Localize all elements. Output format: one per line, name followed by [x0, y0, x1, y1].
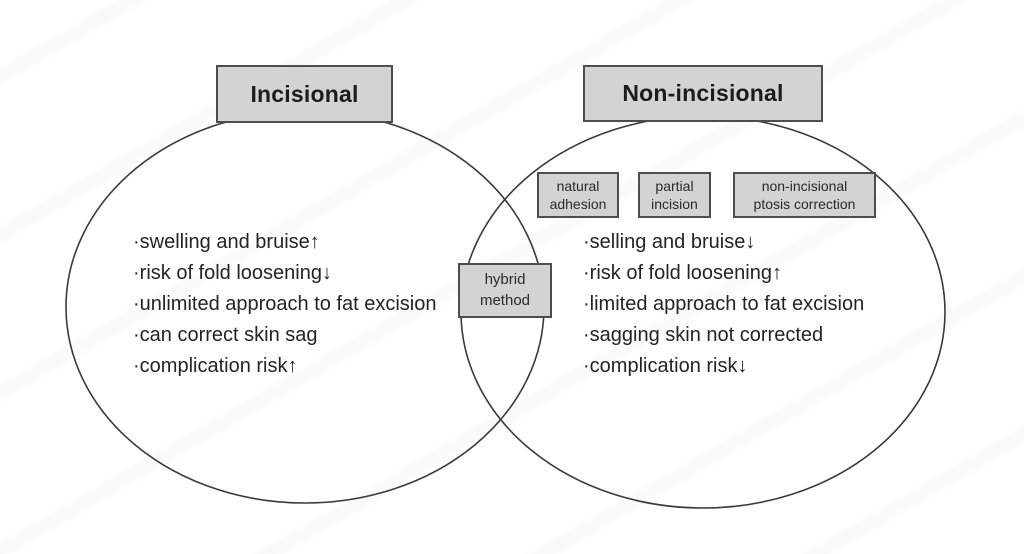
list-item: ·complication risk↑	[133, 355, 298, 377]
non-incisional-ptosis-correction-box: non-incisional ptosis correction	[733, 172, 876, 218]
non-incisional-title-box: Non-incisional	[583, 65, 823, 122]
hybrid-method-box: hybrid method	[458, 263, 552, 318]
partial-incision-box: partial incision	[638, 172, 711, 218]
list-item: ·risk of fold loosening↑	[583, 262, 782, 284]
list-item: ·unlimited approach to fat excision	[133, 293, 437, 315]
non-incisional-item-list: ·selling and bruise↓ ·risk of fold loose…	[583, 227, 864, 382]
list-item: ·swelling and bruise↑	[133, 231, 320, 253]
list-item: ·sagging skin not corrected	[583, 324, 824, 346]
natural-adhesion-box: natural adhesion	[537, 172, 619, 218]
list-item: ·risk of fold loosening↓	[133, 262, 332, 284]
incisional-item-list: ·swelling and bruise↑ ·risk of fold loos…	[133, 227, 437, 382]
list-item: ·complication risk↓	[583, 355, 748, 377]
list-item: ·selling and bruise↓	[583, 231, 756, 253]
list-item: ·limited approach to fat excision	[583, 293, 865, 315]
incisional-title-box: Incisional	[216, 65, 393, 123]
list-item: ·can correct skin sag	[133, 324, 318, 346]
